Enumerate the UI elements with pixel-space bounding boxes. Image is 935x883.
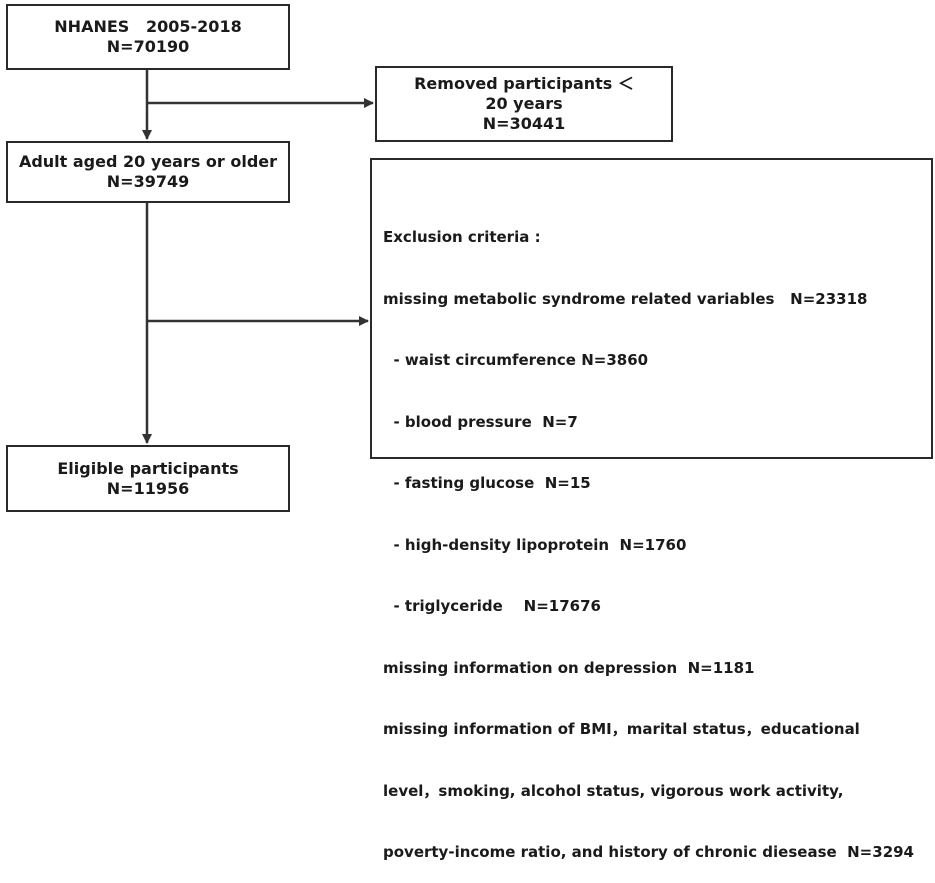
exclusion-subline: - high-density lipoprotein N=1760 <box>383 535 687 554</box>
nhanes-title: NHANES 2005-2018 <box>54 17 242 36</box>
exclusion-line: missing information on depression N=1181 <box>383 658 755 677</box>
exclusion-heading: Exclusion criteria : <box>383 228 541 246</box>
connector-arrows <box>142 70 374 444</box>
nhanes-box: NHANES 2005-2018 N=70190 <box>6 4 290 70</box>
exclusion-subline: - blood pressure N=7 <box>383 412 578 431</box>
exclusion-subline: - waist circumference N=3860 <box>383 351 649 369</box>
adult-count: N=39749 <box>106 172 190 191</box>
adult-box: Adult aged 20 years or older N=39749 <box>6 141 290 203</box>
exclusion-line: level，smoking, alcohol status, vigorous … <box>383 781 844 800</box>
exclusion-line: missing metabolic syndrome related varia… <box>383 289 868 308</box>
removed-count: N=30441 <box>482 114 566 133</box>
exclusion-line: poverty-income ratio, and history of chr… <box>383 843 914 861</box>
eligible-title: Eligible participants <box>57 458 239 478</box>
eligible-box: Eligible participants N=11956 <box>6 445 290 512</box>
exclusion-subline: - fasting glucose N=15 <box>383 474 591 492</box>
eligible-count: N=11956 <box>106 478 190 498</box>
removed-title: Removed participants ＜20 years <box>414 74 634 113</box>
exclusion-subline: - triglyceride N=17676 <box>383 597 601 615</box>
adult-title: Adult aged 20 years or older <box>18 152 278 171</box>
exclusion-criteria-box: Exclusion criteria : missing metabolic s… <box>370 158 933 861</box>
nhanes-count: N=70190 <box>106 37 190 56</box>
exclusion-line: missing information of BMI，marital statu… <box>383 720 860 738</box>
removed-box: Removed participants ＜20 years N=30441 <box>375 66 673 142</box>
